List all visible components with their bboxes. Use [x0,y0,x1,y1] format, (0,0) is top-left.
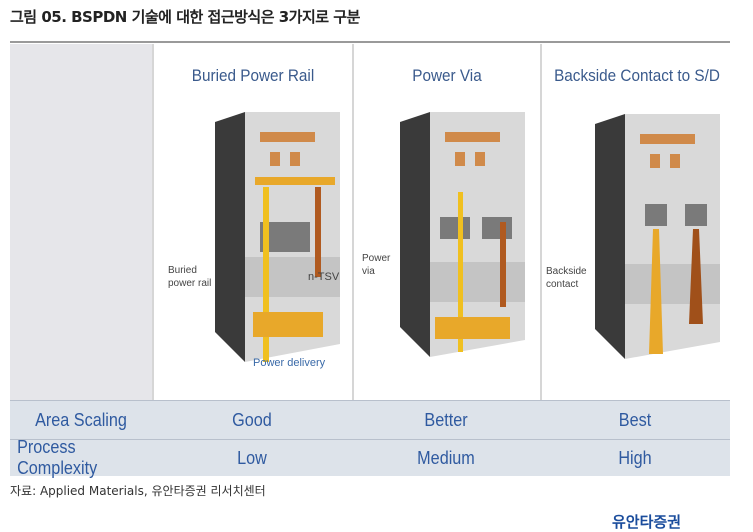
column-header: Power Via [412,66,482,85]
row-value: Low [237,447,267,468]
power-delivery-label: Power delivery [253,357,326,369]
row-value: Better [424,409,468,430]
row-value: Best [618,409,652,430]
label-column [10,44,152,400]
buried-power-rail-diagram [215,112,340,362]
row-value: High [618,447,652,468]
backside-contact-label: Backside contact [546,266,587,290]
column-backside-contact: Backside Contact to S/D [540,44,732,400]
column-header: Backside Contact to S/D [554,66,720,85]
buried-power-rail-label: Buried power rail [168,265,212,289]
figure-title: 그림 05. BSPDN 기술에 대한 접근방식은 3가지로 구분 [10,8,360,26]
comparison-figure: Buried Power Rail Power Via Backside Con… [10,44,732,478]
row-label: Area Scaling [35,409,127,430]
row-label: Process Complexity [17,437,98,478]
row-process-complexity: Process Complexity Low Medium High [10,437,730,478]
divider [10,41,730,43]
power-via-diagram [400,112,525,357]
n-tsv-label: n-TSV [308,271,340,283]
column-header: Buried Power Rail [191,66,315,85]
company-logo: 유안타증권 [612,513,682,531]
column-power-via: Power Via [352,44,540,400]
column-buried-power-rail: Buried Power Rail [152,44,352,400]
row-value: Medium [417,447,475,468]
row-value: Good [232,409,272,430]
source-note: 자료: Applied Materials, 유안타증권 리서치센터 [10,484,266,498]
row-area-scaling: Area Scaling Good Better Best [10,400,730,439]
power-via-label: Power via [362,253,391,277]
backside-contact-diagram [595,114,720,359]
